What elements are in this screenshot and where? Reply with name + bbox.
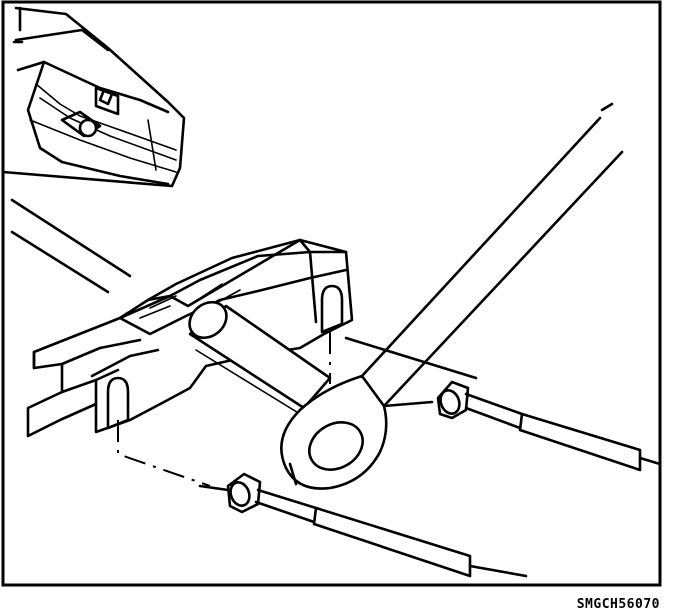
cable-lower	[198, 472, 528, 578]
pivot-cylinder	[188, 300, 332, 415]
alignment-centerlines	[117, 332, 331, 487]
frame-rail	[10, 198, 478, 380]
figure-code: SMGCH56070	[576, 597, 660, 612]
cable-upper	[382, 380, 662, 472]
figure-border	[1, 0, 662, 587]
crossmember-bracket	[26, 238, 354, 438]
inset-detail-view	[1, 6, 186, 188]
wrench-tool	[280, 102, 624, 490]
